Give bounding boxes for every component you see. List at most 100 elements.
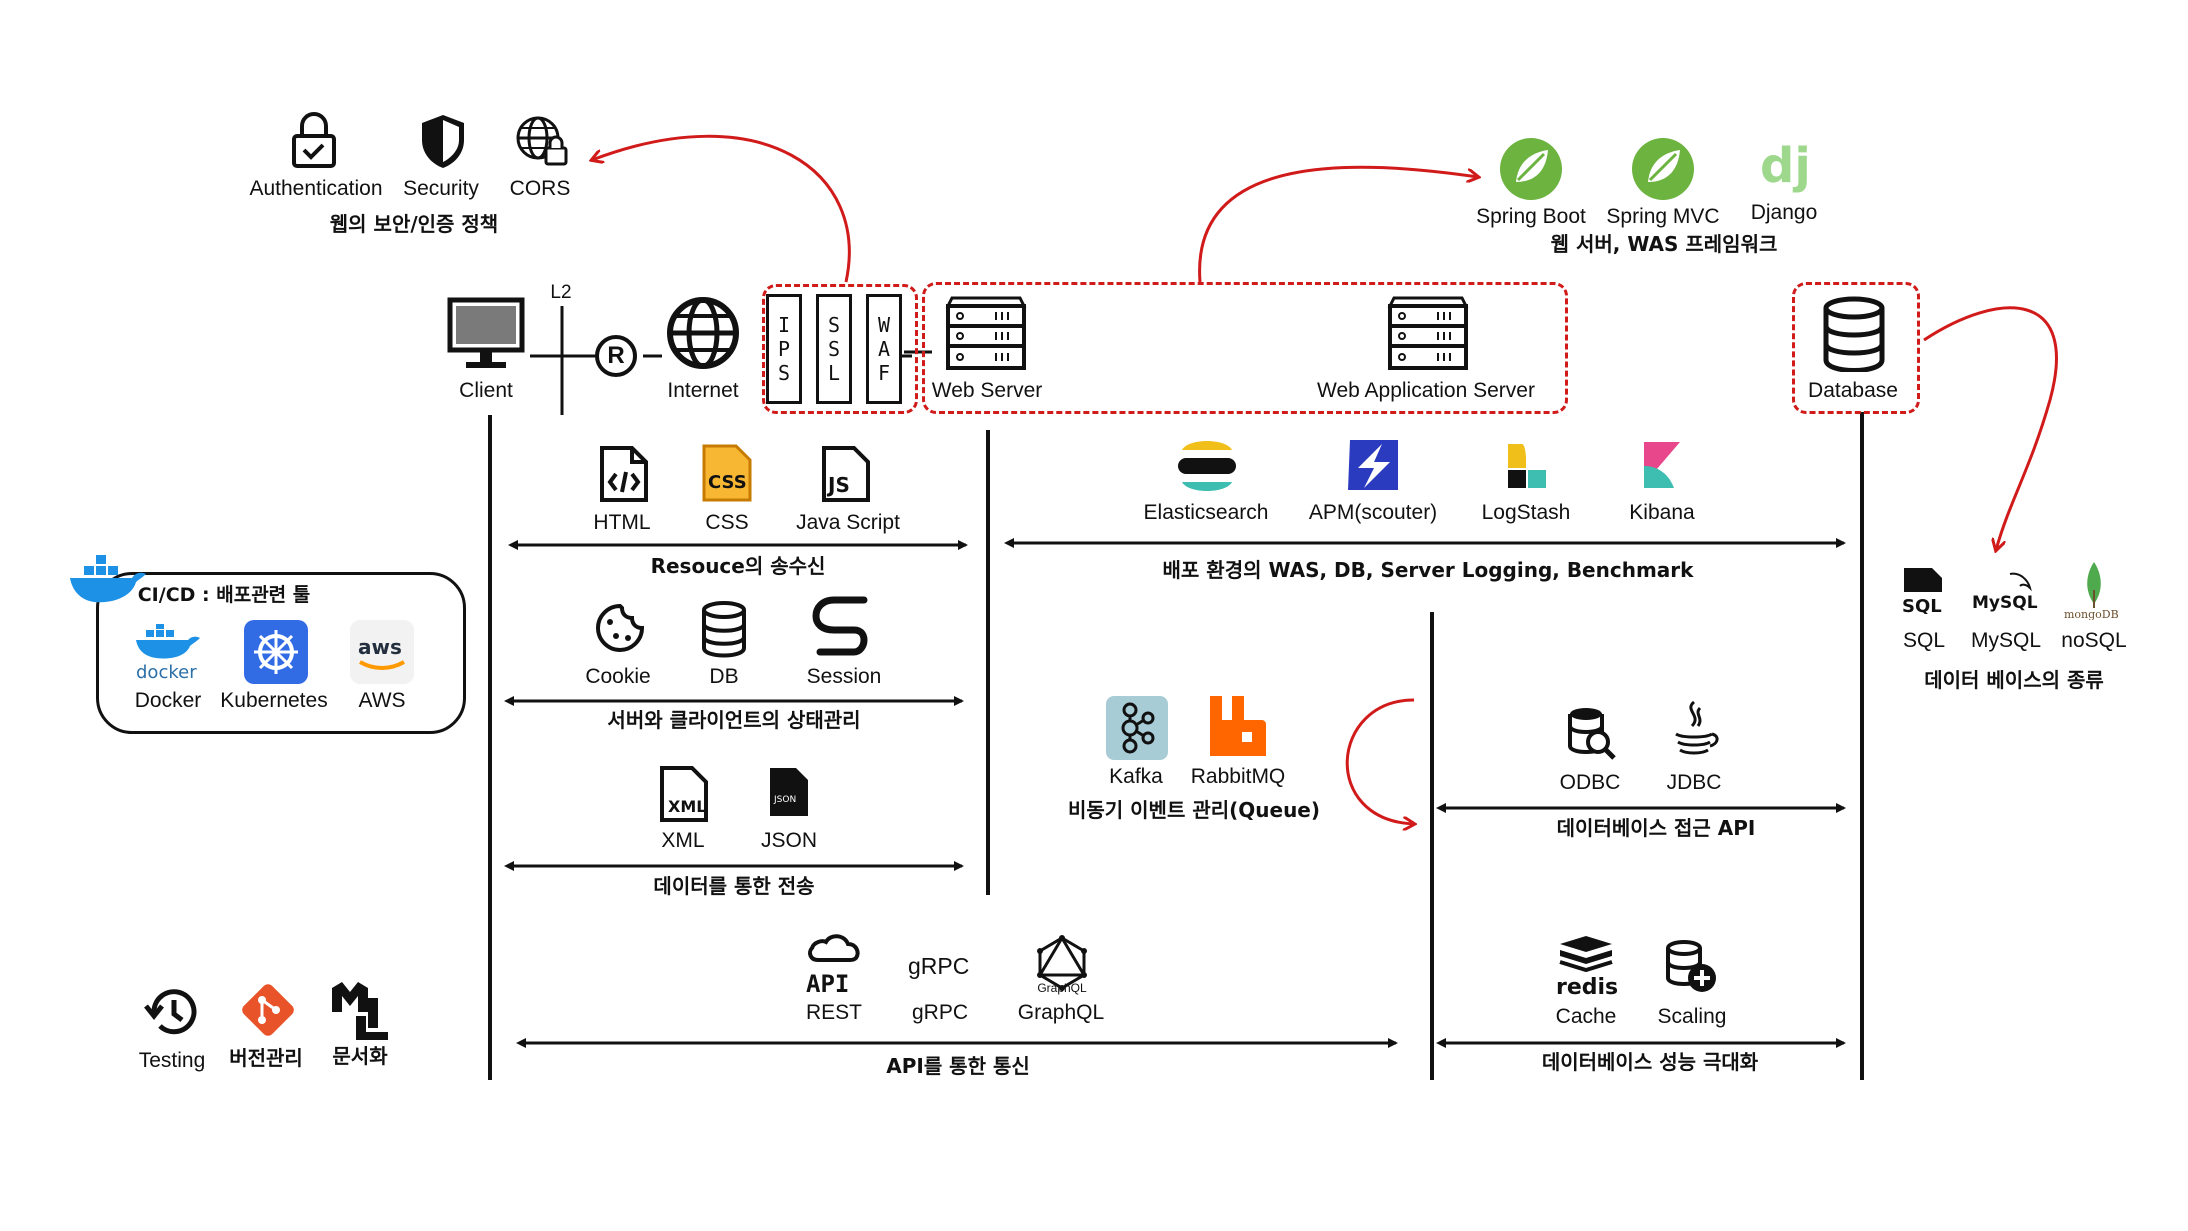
apm-scouter-icon [1348,440,1398,490]
svg-text:API: API [806,970,849,998]
xml-file-icon: XML [660,766,708,822]
history-icon [144,989,197,1035]
cors-label: CORS [509,177,571,200]
mongodb-icon: mongoDB [2064,562,2119,620]
database-label: Database [1808,379,1898,402]
rabbitmq-icon [1210,696,1266,756]
svg-text:CSS: CSS [708,472,747,493]
xml-label: XML [661,829,705,852]
html-file-icon [600,446,648,502]
svg-text:docker: docker [136,662,197,682]
globe-icon [667,297,739,369]
svg-text:XML: XML [668,797,706,816]
spring-boot-icon [1500,138,1562,200]
session-label: Session [806,665,882,688]
grpc-icon: gRPC [908,953,969,979]
db-access-caption: 데이터베이스 접근 API [1556,816,1756,840]
router-icon [595,335,637,377]
svg-text:mongoDB: mongoDB [2064,608,2119,620]
django-icon: dj [1760,138,1811,194]
kafka-icon [1106,696,1168,760]
data-transfer-caption: 데이터를 통한 전송 [653,874,815,898]
database-box [1792,282,1920,414]
elasticsearch-icon [1178,441,1236,491]
web-server-label: Web Server [931,379,1043,402]
security-caption: 웹의 보안/인증 정책 [329,212,499,236]
svg-text:SQL: SQL [1902,596,1942,614]
session-icon [812,596,868,656]
shield-icon [422,115,464,168]
scaling-label: Scaling [1657,1005,1727,1028]
security-label: Security [403,177,479,200]
docker-label: Docker [134,689,202,712]
cookie-label: Cookie [585,665,651,688]
cookie-icon [595,603,645,653]
json-label: JSON [760,829,818,852]
css-file-icon: CSS [702,444,752,502]
elasticsearch-label: Elasticsearch [1143,501,1269,524]
kafka-label: Kafka [1109,765,1163,788]
client-label: Client [459,379,513,402]
graphql-small-text: GraphQL [1037,981,1087,995]
grpc-label: gRPC [911,1001,969,1024]
frameworks-caption: 웹 서버, WAS 프레임워크 [1550,232,1778,256]
version-control-label: 버전관리 [229,1046,303,1070]
js-file-icon: JS [822,446,870,502]
cicd-panel [96,572,466,734]
scaling-db-icon [1666,940,1716,992]
documentation-label: 문서화 [332,1044,388,1068]
lock-check-icon [292,112,336,168]
db-perf-caption: 데이터베이스 성능 극대화 [1541,1050,1759,1074]
odbc-icon [1568,708,1616,760]
aws-label: AWS [358,689,406,712]
rabbitmq-label: RabbitMQ [1190,765,1286,788]
logstash-icon [1508,444,1546,488]
l2-label: L2 [550,282,572,303]
java-icon [1675,700,1719,755]
jdbc-label: JDBC [1666,771,1722,794]
mysql-label: MySQL [1970,629,2042,652]
cache-label: Cache [1555,1005,1617,1028]
kubernetes-icon [244,620,308,684]
css-label: CSS [705,511,749,534]
spring-mvc-label: Spring MVC [1606,205,1720,228]
kubernetes-label: Kubernetes [220,689,328,712]
mysql-icon: MySQL [1972,572,2038,613]
was-icon [1387,296,1469,370]
html-label: HTML [593,511,651,534]
django-label: Django [1750,201,1818,224]
docker-whale-icon [70,555,146,603]
json-file-icon: JSON [770,768,808,816]
db-types-caption: 데이터 베이스의 종류 [1924,668,2104,692]
server-box [922,282,1568,414]
monitor-icon [447,297,525,368]
spring-boot-label: Spring Boot [1476,205,1586,228]
security-appliance-box [762,284,918,414]
cicd-title: CI/CD : 배포관련 툴 [137,584,311,606]
svg-text:gRPC: gRPC [908,953,969,979]
web-server-icon [945,296,1027,370]
svg-text:aws: aws [358,635,402,659]
aws-icon: aws [350,620,414,684]
git-icon [242,984,294,1036]
markup-docs-icon [332,982,388,1040]
docker-icon: docker [136,624,200,682]
graphql-icon [1037,935,1087,991]
testing-label: Testing [138,1049,206,1072]
svg-text:dj: dj [1760,138,1811,194]
queue-caption: 비동기 이벤트 관리(Queue) [1067,798,1321,822]
globe-lock-icon [516,116,568,166]
logstash-label: LogStash [1481,501,1571,524]
nosql-label: noSQL [2061,629,2127,652]
sql-file-icon: SQL [1902,568,1942,614]
apm-label: APM(scouter) [1308,501,1438,524]
resources-caption: Resouce의 송수신 [650,554,826,578]
authentication-label: Authentication [249,177,383,200]
kibana-icon [1644,442,1680,488]
svg-text:MySQL: MySQL [1972,593,2038,613]
database-icon [1823,296,1885,372]
svg-text:JSON: JSON [773,795,796,805]
